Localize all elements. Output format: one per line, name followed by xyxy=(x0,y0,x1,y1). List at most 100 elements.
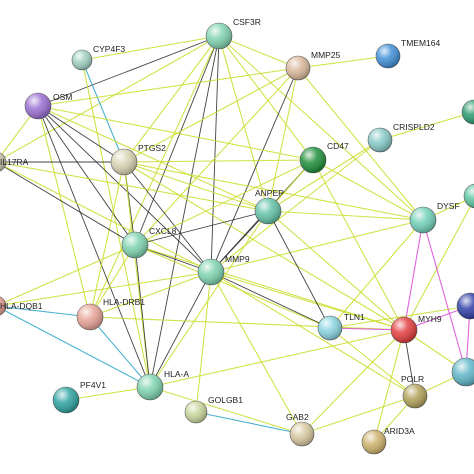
node-anpep[interactable]: ANPEP xyxy=(254,188,284,225)
node-ptgs2[interactable]: PTGS2 xyxy=(110,143,166,176)
edge-hla-drb1-hla-a xyxy=(89,316,151,388)
edge-ptgs2-myh9 xyxy=(123,161,405,331)
node-label: HLA-DQB1 xyxy=(0,301,43,311)
node-arid3a[interactable]: ARID3A xyxy=(361,426,415,455)
edge-mmp9-tln1 xyxy=(210,271,331,329)
node-right2[interactable] xyxy=(456,292,474,320)
node-polr[interactable]: POLR xyxy=(401,374,428,409)
node-hla-a[interactable]: HLA-A xyxy=(136,369,189,401)
edge-mmp25-mmp9 xyxy=(210,67,299,273)
node-label: TLN1 xyxy=(344,312,365,322)
node-highlight xyxy=(462,100,474,124)
edge-tmem164-mmp25 xyxy=(297,55,389,69)
node-label: MMP25 xyxy=(311,50,341,60)
node-golgb1[interactable]: GOLGB1 xyxy=(184,395,243,424)
node-crispld2[interactable]: CRISPLD2 xyxy=(367,122,435,153)
edge-cxcl8-hla-a xyxy=(134,244,151,388)
edge-mmp9-dysf xyxy=(210,219,424,273)
node-label: GAB2 xyxy=(286,412,309,422)
edge-layer xyxy=(0,35,474,443)
node-pf4v1[interactable]: PF4V1 xyxy=(52,380,106,414)
node-mmp9[interactable]: MMP9 xyxy=(197,254,250,286)
node-highlight xyxy=(376,44,400,68)
edge-mmp9-hla-drb1 xyxy=(89,271,212,318)
edge-cxcl8-hla-dqb1 xyxy=(0,244,136,305)
edge-mmp9-crispld2 xyxy=(210,139,381,273)
node-dysf[interactable]: DYSF xyxy=(409,201,460,234)
node-label: TMEM164 xyxy=(401,38,440,48)
node-tmem164[interactable]: TMEM164 xyxy=(375,38,440,69)
node-highlight xyxy=(290,422,314,446)
node-label: MYH9 xyxy=(418,314,442,324)
edge-cxcl8-cd47 xyxy=(134,159,314,246)
node-mmp25[interactable]: MMP25 xyxy=(285,50,341,81)
node-tln1[interactable]: TLN1 xyxy=(317,312,365,341)
edge-il17ra-cxcl8 xyxy=(0,163,136,246)
node-hla-drb1[interactable]: HLA-DRB1 xyxy=(76,297,145,331)
node-cxcl8[interactable]: CXCL8 xyxy=(121,226,177,259)
node-highlight xyxy=(206,23,232,49)
node-label: CRISPLD2 xyxy=(393,122,435,132)
node-highlight xyxy=(137,374,163,400)
edge-osm-cxcl8 xyxy=(37,105,136,246)
node-right3[interactable] xyxy=(451,357,474,387)
node-highlight xyxy=(25,93,51,119)
node-right4[interactable] xyxy=(463,183,474,209)
edge-cyp4f3-ptgs2 xyxy=(81,59,125,163)
node-highlight xyxy=(198,259,224,285)
edge-csf3r-cxcl8 xyxy=(134,35,220,246)
node-csf3r[interactable]: CSF3R xyxy=(205,17,261,50)
node-label: HLA-A xyxy=(164,369,189,379)
node-highlight xyxy=(72,50,92,70)
edge-ptgs2-dysf xyxy=(123,161,424,221)
node-label: GOLGB1 xyxy=(208,395,243,405)
node-il17ra[interactable]: IL17RA xyxy=(0,152,29,172)
node-label: CD47 xyxy=(327,141,349,151)
node-highlight xyxy=(368,128,392,152)
edge-cxcl8-myh9 xyxy=(134,244,405,331)
node-gab2[interactable]: GAB2 xyxy=(286,412,315,447)
edge-myh9-gab2 xyxy=(301,329,405,435)
edge-cxcl8-anpep xyxy=(134,210,269,246)
edge-mmp9-golgb1 xyxy=(195,271,212,413)
node-highlight xyxy=(286,56,310,80)
edge-csf3r-cd47 xyxy=(218,35,314,161)
node-label: HLA-DRB1 xyxy=(103,297,145,307)
node-highlight xyxy=(0,152,6,172)
node-hla-dqb1[interactable]: HLA-DQB1 xyxy=(0,296,43,316)
node-osm[interactable]: OSM xyxy=(24,92,72,120)
edge-mmp9-myh9 xyxy=(210,271,405,331)
node-label: CSF3R xyxy=(233,17,261,27)
node-highlight xyxy=(464,184,474,208)
edge-osm-hla-a xyxy=(37,105,151,388)
edge-anpep-myh9 xyxy=(267,210,405,331)
edge-tln1-right2 xyxy=(329,305,471,329)
node-label: CYP4F3 xyxy=(93,44,125,54)
edge-anpep-crispld2 xyxy=(267,139,381,212)
node-cyp4f3[interactable]: CYP4F3 xyxy=(71,44,125,71)
node-cd47[interactable]: CD47 xyxy=(299,141,349,174)
edge-mmp25-anpep xyxy=(267,67,299,212)
edge-osm-anpep xyxy=(37,105,269,212)
edge-osm-hla-drb1 xyxy=(37,105,91,318)
edge-hla-dqb1-hla-drb1 xyxy=(0,305,91,318)
node-highlight xyxy=(0,296,6,316)
edge-dysf-right3 xyxy=(422,219,467,373)
node-right1[interactable] xyxy=(461,99,474,125)
edge-csf3r-hla-a xyxy=(149,35,220,388)
edge-csf3r-osm xyxy=(37,35,220,107)
edge-myh9-dysf xyxy=(403,219,424,331)
edge-csf3r-ptgs2 xyxy=(123,35,220,163)
node-highlight xyxy=(410,207,436,233)
edge-csf3r-mmp25 xyxy=(218,35,299,69)
edge-csf3r-anpep xyxy=(218,35,269,212)
edge-ptgs2-hla-drb1 xyxy=(89,161,125,318)
edge-csf3r-dysf xyxy=(218,35,424,221)
edge-myh9-hla-a xyxy=(149,329,405,388)
edge-cxcl8-tln1 xyxy=(134,244,331,329)
edge-mmp25-osm xyxy=(37,67,299,107)
edge-anpep-dysf xyxy=(267,210,424,221)
node-label: IL17RA xyxy=(0,157,29,167)
node-myh9[interactable]: MYH9 xyxy=(390,314,442,344)
edge-csf3r-il17ra xyxy=(0,35,220,161)
